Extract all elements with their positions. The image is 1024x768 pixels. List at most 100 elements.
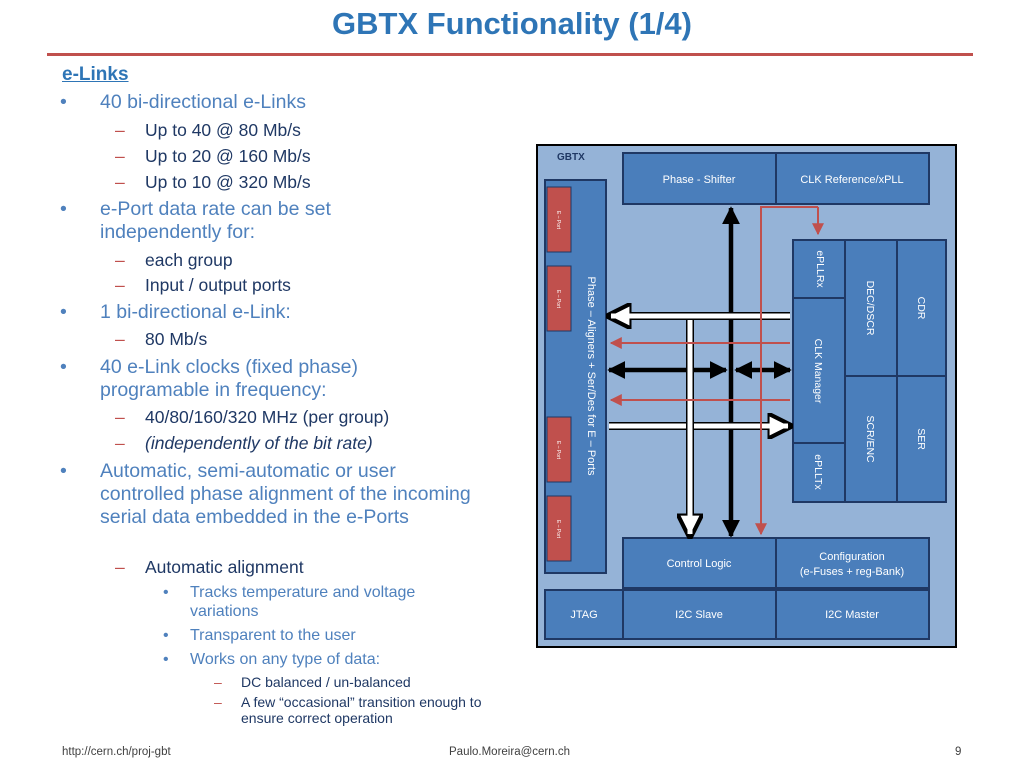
phase-aligners-label: Phase – Aligners + Ser/Des for E – Ports <box>585 276 597 476</box>
eport-block <box>546 495 572 562</box>
sub-bullet-item: –Up to 10 @ 320 Mb/s <box>115 169 475 195</box>
bullet-dot: • <box>163 627 169 644</box>
bullet-text: Automatic, semi-automatic or user contro… <box>100 460 471 528</box>
footer-url[interactable]: http://cern.ch/proj-gbt <box>62 746 171 758</box>
i2c-slave-label: I2C Slave <box>675 609 723 621</box>
bullet-dot: • <box>163 651 169 668</box>
bullet-item: • Automatic, semi-automatic or user contr… <box>60 460 480 529</box>
epllrx-block <box>792 239 846 299</box>
sub-bullet-item: –Up to 40 @ 80 Mb/s <box>115 117 475 143</box>
bullet-dot: • <box>60 301 67 323</box>
sub-bullet-item: –each group <box>115 247 475 273</box>
i2c-master-label: I2C Master <box>825 609 879 621</box>
title-rule <box>47 53 973 56</box>
configuration-block <box>775 537 930 589</box>
bullet-dash: – <box>115 329 125 349</box>
control-logic-label: Control Logic <box>667 558 732 570</box>
clk-manager-label: CLK Manager <box>812 339 824 404</box>
bullet-text: 40/80/160/320 MHz (per group) <box>145 407 390 427</box>
scr-enc-block <box>844 375 898 503</box>
sub-bullet-item: –40/80/160/320 MHz (per group) <box>115 404 475 430</box>
jtag-block <box>544 589 624 640</box>
phase-shifter-label: Phase - Shifter <box>663 174 736 186</box>
bullet-item: • 40 bi-directional e-Links <box>60 91 500 114</box>
eport-label: E – Port <box>555 290 561 309</box>
bullet-text: Input / output ports <box>145 275 291 295</box>
bullet-dash: – <box>115 120 125 140</box>
page-number: 9 <box>955 746 962 758</box>
sub-sub-bullet-item: • Tracks temperature and voltage variatio… <box>163 583 480 621</box>
sub-sub-bullet-item: • Works on any type of data: <box>163 650 480 669</box>
i2c-master-block <box>775 589 930 640</box>
clk-reference-block <box>775 152 930 205</box>
eplltx-label: ePLLTx <box>812 454 824 490</box>
ser-label: SER <box>915 428 927 450</box>
clock-line-arrow <box>755 206 818 536</box>
bullet-text: Up to 20 @ 160 Mb/s <box>145 146 311 166</box>
bullet-text: Works on any type of data: <box>190 651 381 668</box>
bullet-dash: – <box>115 433 125 453</box>
bullet-text: (independently of the bit rate) <box>145 433 373 453</box>
bullet-item: • 40 e-Link clocks (fixed phase) programa… <box>60 356 420 402</box>
sub-bullet-item: –Input / output ports <box>115 272 475 298</box>
bullet-dot: • <box>163 584 169 601</box>
configuration-sublabel: (e-Fuses + reg-Bank) <box>800 566 904 578</box>
bullet-text: A few “occasional” transition enough to … <box>241 694 482 726</box>
bullet-text: 40 bi-directional e-Links <box>100 91 306 113</box>
sub-sub-sub-bullet-item: – A few “occasional” transition enough to… <box>214 694 491 726</box>
bullet-item: • 1 bi-directional e-Link: <box>60 301 500 324</box>
section-heading: e-Links <box>62 64 129 85</box>
bullet-dash: – <box>115 146 125 166</box>
bullet-dash: – <box>214 674 222 690</box>
bullet-dot: • <box>60 460 67 482</box>
bullet-dash: – <box>115 275 125 295</box>
bullet-item: • e-Port data rate can be set independent… <box>60 198 400 244</box>
sub-bullet-item: –Automatic alignment <box>115 554 475 580</box>
bullet-dash: – <box>115 172 125 192</box>
bullet-text: 40 e-Link clocks (fixed phase) programab… <box>100 356 358 401</box>
bullet-text: Tracks temperature and voltage variation… <box>190 584 416 620</box>
bullet-dash: – <box>115 250 125 270</box>
bullet-dash: – <box>214 694 222 710</box>
sub-sub-sub-bullet-item: – DC balanced / un-balanced <box>214 674 501 690</box>
bullet-dot: • <box>60 198 67 220</box>
jtag-label: JTAG <box>570 609 597 621</box>
scr-enc-label: SCR/ENC <box>864 415 876 463</box>
eport-block <box>546 416 572 483</box>
cdr-label: CDR <box>915 297 927 320</box>
dec-dscr-label: DEC/DSCR <box>864 281 876 336</box>
dec-dscr-block <box>844 239 898 377</box>
sub-sub-bullet-item: • Transparent to the user <box>163 626 480 645</box>
epllrx-label: ePLLRx <box>814 250 826 288</box>
ser-block <box>896 375 947 503</box>
bullet-text: Up to 40 @ 80 Mb/s <box>145 120 301 140</box>
eport-block <box>546 265 572 332</box>
clk-reference-label: CLK Reference/xPLL <box>800 174 903 186</box>
bullet-dash: – <box>115 407 125 427</box>
chip-label: GBTX <box>557 152 585 163</box>
sub-bullet-item: –(independently of the bit rate) <box>115 430 475 456</box>
sub-bullet-item: –Up to 20 @ 160 Mb/s <box>115 143 475 169</box>
bullet-text: Up to 10 @ 320 Mb/s <box>145 172 311 192</box>
eport-block <box>546 186 572 253</box>
bullet-text: e-Port data rate can be set independentl… <box>100 198 331 243</box>
bullet-text: 80 Mb/s <box>145 329 208 349</box>
eport-label: E – Port <box>555 211 561 230</box>
bullet-text: Automatic alignment <box>145 557 304 577</box>
bullet-dot: • <box>60 91 67 113</box>
bullet-text: each group <box>145 250 233 270</box>
bullet-dot: • <box>60 356 67 378</box>
i2c-slave-block <box>622 589 777 640</box>
phase-shifter-block <box>622 152 777 205</box>
eport-label: E – Port <box>555 441 561 460</box>
control-logic-block <box>622 537 777 589</box>
slide-title: GBTX Functionality (1/4) <box>332 6 692 41</box>
bullet-text: Transparent to the user <box>190 627 356 644</box>
configuration-label: Configuration <box>819 551 884 563</box>
footer-email[interactable]: Paulo.Moreira@cern.ch <box>449 746 570 758</box>
sub-bullet-item: –80 Mb/s <box>115 326 475 352</box>
bullet-text: 1 bi-directional e-Link: <box>100 301 291 323</box>
bullet-text: DC balanced / un-balanced <box>241 674 411 690</box>
bullet-dash: – <box>115 557 125 577</box>
